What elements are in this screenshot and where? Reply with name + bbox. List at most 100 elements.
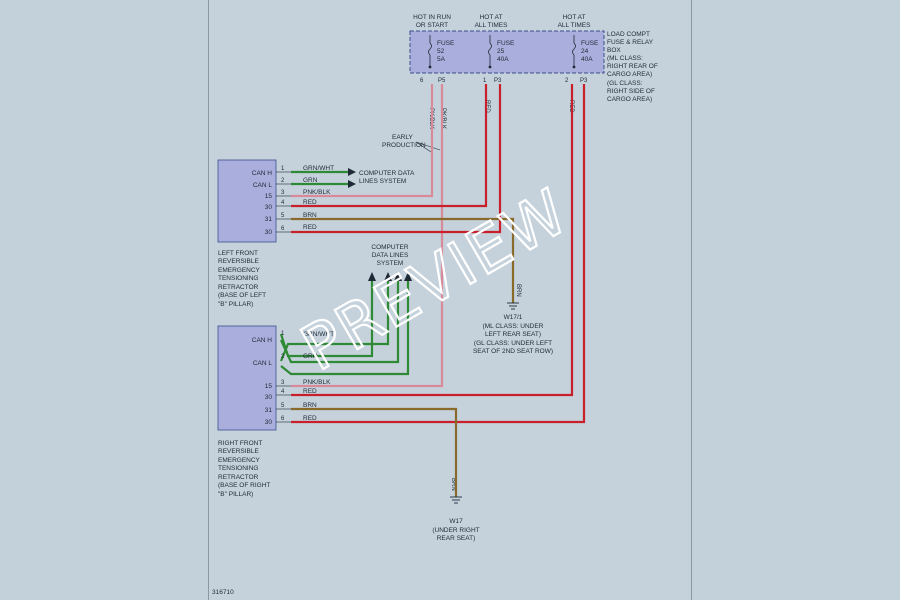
left-wire-6: RED <box>303 224 317 231</box>
left-wire-5: BRN <box>303 212 317 219</box>
wire-grn-right-b <box>279 281 390 362</box>
wire-grn-right-d <box>280 281 410 376</box>
left-pin-4: 4 <box>281 200 285 206</box>
right-pin-4: 4 <box>281 389 285 395</box>
right-label-5: RETRACTOR <box>218 474 259 481</box>
pin-p3b: P3 <box>580 78 588 84</box>
arrow-up-3 <box>394 272 402 281</box>
right-num-6: 30 <box>265 419 273 426</box>
left-wire-2: GRN <box>303 177 318 184</box>
left-can-l: CAN L <box>253 182 273 189</box>
ground-w17-label-1: W17 <box>449 518 463 525</box>
right-pin-1: 1 <box>281 331 285 337</box>
wire-grn-right-c <box>279 281 400 364</box>
right-pin-5: 5 <box>281 403 285 409</box>
right-pin-3: 3 <box>281 380 285 386</box>
left-pin-3: 3 <box>281 190 285 196</box>
ground-w17-1-label-4: (GL CLASS: UNDER LEFT <box>474 340 552 347</box>
right-num-4: 30 <box>265 394 273 401</box>
header-run-1: HOT IN RUN <box>413 14 451 21</box>
right-wire-1: GRN/WHT <box>303 331 334 338</box>
right-pin-6: 6 <box>281 416 285 422</box>
fuse-box-label-3: BOX <box>607 47 621 54</box>
right-retractor: CAN H CAN L 15 30 31 30 1 2 3 4 5 6 GRN/… <box>217 325 334 498</box>
header-always-2a: HOT AT <box>563 14 586 21</box>
left-pin-2: 2 <box>281 178 285 184</box>
left-label-2: REVERSIBLE <box>218 258 259 265</box>
left-num-4: 30 <box>265 204 273 211</box>
left-can-h: CAN H <box>252 170 273 177</box>
ground-w17-1-label-2: (ML CLASS: UNDER <box>483 323 544 330</box>
wire-pnk-right <box>291 84 444 388</box>
left-retractor-box <box>217 159 277 243</box>
computer-data-1a: COMPUTER DATA <box>359 170 415 177</box>
wire-pnk-left <box>291 84 434 198</box>
fuse-24-l2: 24 <box>581 48 589 55</box>
fuse-25-node <box>488 65 492 69</box>
left-wire-4: RED <box>303 199 317 206</box>
wire-brn-left <box>291 217 515 303</box>
computer-data-2c: SYSTEM <box>377 260 404 267</box>
ground-w17-1-label-5: SEAT OF 2ND SEAT ROW) <box>473 348 553 355</box>
left-label-4: TENSIONING <box>218 275 258 282</box>
fuse-25-l2: 25 <box>497 48 505 55</box>
fuse-24-symbol <box>572 35 576 67</box>
fuse-24-l3: 40A <box>581 56 593 63</box>
arrow-right-2 <box>348 180 356 188</box>
fuse-24-node <box>572 65 576 69</box>
wire-code-v5: BRN <box>515 284 521 297</box>
wire-grn-right-a <box>279 281 374 358</box>
fuse-25-symbol <box>488 35 492 67</box>
right-label-7: "B" PILLAR) <box>218 491 253 498</box>
wire-red-left-a <box>291 84 488 208</box>
left-num-3: 15 <box>265 193 273 200</box>
fuse-24-l1: FUSE <box>581 40 599 47</box>
ground-w17-label-3: REAR SEAT) <box>437 535 476 542</box>
left-pin-1: 1 <box>281 166 285 172</box>
early-pointer-1 <box>415 141 432 153</box>
diagram-sheet <box>208 0 692 600</box>
header-always-1b: ALL TIMES <box>475 22 509 29</box>
wire-brn-right <box>291 407 458 497</box>
right-label-6: (BASE OF RIGHT <box>218 482 270 489</box>
fuse-box-label-5: RIGHT REAR OF <box>607 63 658 70</box>
figure-id: 316710 <box>212 589 234 596</box>
pin-p5: P5 <box>438 78 446 84</box>
fuse-52-l2: 52 <box>437 48 445 55</box>
left-retractor: CAN H CAN L 15 30 31 30 1 2 3 4 5 6 GRN/… <box>217 159 334 308</box>
wire-code-v6: BRN <box>450 478 456 491</box>
right-num-5: 31 <box>265 407 273 414</box>
ground-w17-1: W17/1 (ML CLASS: UNDER LEFT REAR SEAT) (… <box>473 302 553 355</box>
right-retractor-box <box>217 325 277 431</box>
right-label-4: TENSIONING <box>218 465 258 472</box>
wire-red-left-b <box>291 84 502 234</box>
fuse-box-label-8: RIGHT SIDE OF <box>607 88 655 95</box>
right-label-3: EMERGENCY <box>218 457 261 464</box>
fuse-25-l1: FUSE <box>497 40 515 47</box>
pin-2: 2 <box>565 78 569 84</box>
fuse-52-symbol <box>428 35 432 67</box>
fuse-box-outline <box>409 30 605 74</box>
computer-data-1b: LINES SYSTEM <box>359 178 406 185</box>
arrow-up-1 <box>368 272 376 281</box>
left-wire-1: GRN/WHT <box>303 165 334 172</box>
right-wire-6: RED <box>303 415 317 422</box>
arrow-up-2 <box>384 272 392 281</box>
right-wire-4: RED <box>303 388 317 395</box>
right-num-3: 15 <box>265 383 273 390</box>
wire-red-right-b <box>291 84 586 424</box>
left-pin-6: 6 <box>281 226 285 232</box>
computer-data-2b: DATA LINES <box>372 252 409 259</box>
left-label-6: (BASE OF LEFT <box>218 292 266 299</box>
fuse-box-label-7: (GL CLASS: <box>607 80 643 87</box>
early-production-2: PRODUCTION <box>382 142 426 149</box>
arrow-up-4 <box>404 272 412 281</box>
ground-w17-1-label-3: LEFT REAR SEAT) <box>485 331 541 338</box>
left-pin-5: 5 <box>281 213 285 219</box>
computer-data-2a: COMPUTER <box>371 244 409 251</box>
pin-p3a: P3 <box>494 78 502 84</box>
right-can-l: CAN L <box>253 360 273 367</box>
right-label-1: RIGHT FRONT <box>218 440 262 447</box>
header-always-2b: ALL TIMES <box>558 22 592 29</box>
right-wire-3: PNK/BLK <box>303 379 331 386</box>
